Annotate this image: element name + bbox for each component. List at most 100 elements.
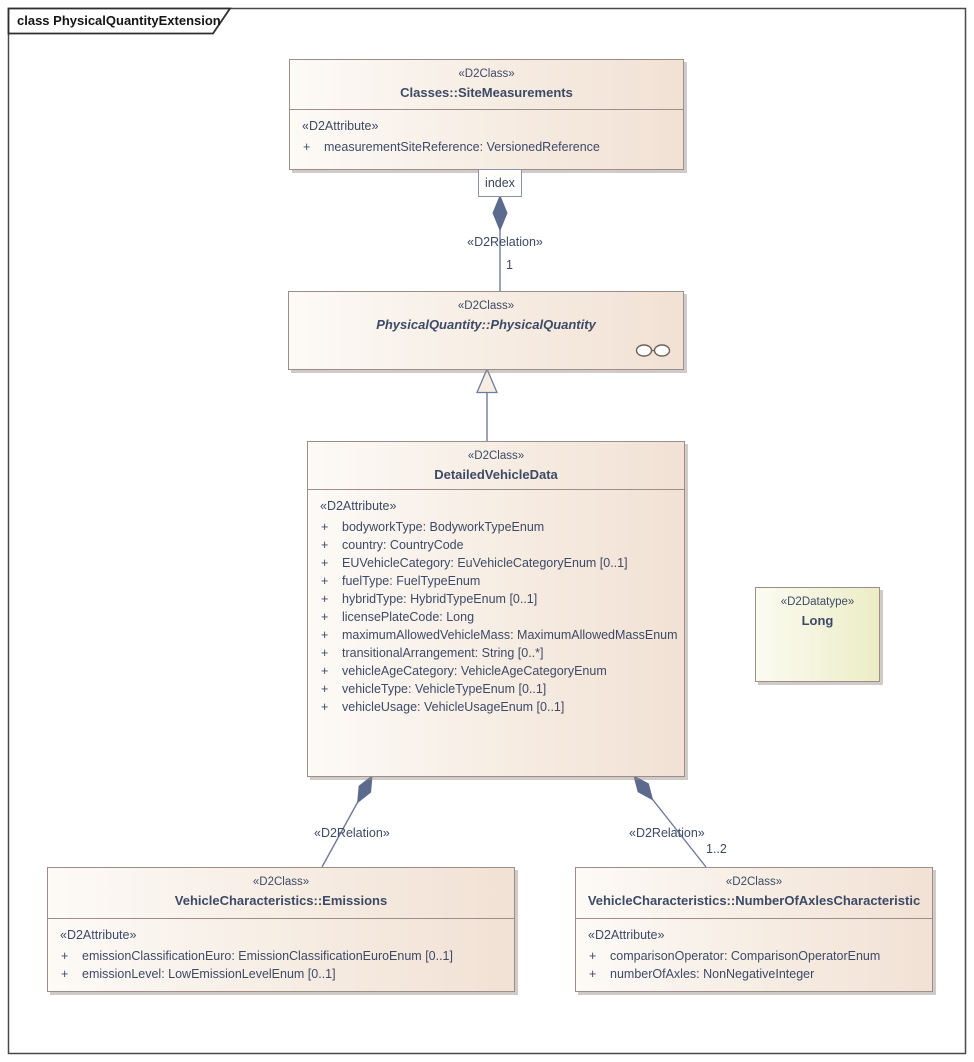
attribute-text: numberOfAxles: NonNegativeInteger — [610, 967, 815, 981]
relation-stereotype-label: «D2Relation» — [314, 826, 390, 840]
visibility: + — [589, 949, 597, 963]
visibility: + — [321, 574, 329, 588]
attribute-row: + country: CountryCode — [320, 536, 680, 554]
attribute-stereotype: «D2Attribute» — [320, 499, 397, 513]
attribute-text: emissionLevel: LowEmissionLevelEnum [0..… — [82, 967, 336, 981]
attribute-text: measurementSiteReference: VersionedRefer… — [324, 140, 600, 154]
class-header: «D2Datatype» Long — [756, 588, 879, 628]
class-header: «D2Class» Classes::SiteMeasurements — [290, 60, 683, 100]
attribute-text: emissionClassificationEuro: EmissionClas… — [82, 949, 453, 963]
attribute-row: + vehicleAgeCategory: VehicleAgeCategoryE… — [320, 662, 680, 680]
multiplicity-label: 1..2 — [706, 842, 727, 856]
attribute-row: +transitionalArrangement: String [0..*] — [320, 644, 680, 662]
visibility: + — [321, 520, 329, 534]
class-name: Classes::SiteMeasurements — [400, 85, 573, 100]
generalization-triangle-icon — [476, 367, 498, 394]
attribute-row: + bodyworkType: BodyworkTypeEnum — [320, 518, 680, 536]
visibility: + — [321, 700, 329, 714]
visibility: + — [303, 140, 311, 154]
stereotype-label: «D2Class» — [458, 68, 515, 80]
class-site-measurements[interactable]: «D2Class» Classes::SiteMeasurements «D2A… — [289, 59, 684, 170]
connector-generalization[interactable] — [476, 367, 498, 441]
class-header: «D2Class» VehicleCharacteristics::Number… — [576, 868, 932, 908]
visibility: + — [321, 592, 329, 606]
relation-stereotype-label: «D2Relation» — [467, 235, 543, 249]
multiplicity-label: 1 — [506, 258, 513, 272]
class-name: Long — [801, 613, 834, 628]
connector-dvd-to-axles[interactable] — [629, 772, 707, 868]
attribute-row: +EUVehicleCategory: EuVehicleCategoryEnu… — [320, 554, 680, 572]
attribute-text: vehicleAgeCategory: VehicleAgeCategoryEn… — [342, 664, 607, 678]
attribute-stereotype: «D2Attribute» — [302, 119, 379, 133]
class-name: VehicleCharacteristics::Emissions — [174, 893, 388, 908]
composition-diamond-icon — [633, 775, 654, 801]
connector-dvd-to-emissions[interactable] — [321, 773, 378, 868]
attribute-row: + comparisonOperator: ComparisonOperatorE… — [588, 947, 928, 965]
attribute-compartment: «D2Attribute» + bodyworkType: BodyworkTyp… — [308, 489, 684, 716]
diagram-frame-border — [7, 7, 967, 1055]
attribute-row: +numberOfAxles: NonNegativeInteger — [588, 965, 928, 983]
visibility: + — [321, 682, 329, 696]
attribute-text: country: CountryCode — [342, 538, 464, 552]
attribute-text: comparisonOperator: ComparisonOperatorEn… — [610, 949, 881, 963]
attribute-text: vehicleType: VehicleTypeEnum [0..1] — [342, 682, 547, 696]
class-name: VehicleCharacteristics::NumberOfAxlesCha… — [587, 893, 921, 908]
compartment-divider — [48, 918, 514, 919]
class-emissions[interactable]: «D2Class» VehicleCharacteristics::Emissi… — [47, 867, 515, 992]
attribute-text: vehicleUsage: VehicleUsageEnum [0..1] — [342, 700, 565, 714]
class-name: PhysicalQuantity::PhysicalQuantity — [376, 317, 596, 332]
class-header: «D2Class» VehicleCharacteristics::Emissi… — [48, 868, 514, 908]
attribute-stereotype: «D2Attribute» — [588, 928, 665, 942]
composite-diagram-icon — [635, 344, 671, 357]
visibility: + — [61, 949, 69, 963]
attribute-text: maximumAllowedVehicleMass: MaximumAllowe… — [342, 628, 678, 642]
attribute-row: + hybridType: HybridTypeEnum [0..1] — [320, 590, 680, 608]
attribute-row: + measurementSiteReference: VersionedRef… — [302, 138, 679, 156]
class-header: «D2Class» DetailedVehicleData — [308, 442, 684, 482]
attribute-text: transitionalArrangement: String [0..*] — [342, 646, 544, 660]
relation-stereotype-label: «D2Relation» — [629, 826, 705, 840]
visibility: + — [321, 538, 329, 552]
composition-diamond-icon — [492, 194, 508, 232]
visibility: + — [321, 610, 329, 624]
attribute-text: bodyworkType: BodyworkTypeEnum — [342, 520, 545, 534]
stereotype-label: «D2Datatype» — [780, 596, 855, 608]
class-name: DetailedVehicleData — [434, 467, 558, 482]
attribute-row: + maximumAllowedVehicleMass: MaximumAllow… — [320, 626, 680, 644]
attribute-text: fuelType: FuelTypeEnum — [342, 574, 481, 588]
stereotype-label: «D2Class» — [725, 876, 783, 888]
frame-title-tab — [7, 7, 232, 35]
compartment-divider — [290, 109, 683, 110]
compartment-divider — [308, 489, 684, 490]
stereotype-label: «D2Class» — [252, 876, 310, 888]
class-number-of-axles-characteristic[interactable]: «D2Class» VehicleCharacteristics::Number… — [575, 867, 933, 992]
stereotype-label: «D2Class» — [467, 450, 525, 462]
class-physical-quantity[interactable]: «D2Class» PhysicalQuantity::PhysicalQuan… — [288, 291, 684, 370]
attribute-row: + emissionLevel: LowEmissionLevelEnum [0.… — [60, 965, 510, 983]
visibility: + — [61, 967, 69, 981]
role-label-index[interactable]: index — [478, 169, 522, 197]
attribute-compartment: «D2Attribute» + emissionClassificationEur… — [48, 918, 514, 983]
stereotype-label: «D2Class» — [457, 300, 515, 312]
attribute-stereotype: «D2Attribute» — [60, 928, 137, 942]
composition-diamond-icon — [357, 774, 373, 804]
connector-site-to-physical[interactable] — [492, 194, 508, 291]
attribute-compartment: «D2Attribute» + comparisonOperator: Compa… — [576, 918, 932, 983]
datatype-long[interactable]: «D2Datatype» Long — [755, 587, 880, 682]
attribute-text: EUVehicleCategory: EuVehicleCategoryEnum… — [342, 556, 628, 570]
class-header: «D2Class» PhysicalQuantity::PhysicalQuan… — [289, 292, 683, 332]
visibility: + — [321, 664, 329, 678]
attribute-row: + licensePlateCode: Long — [320, 608, 680, 626]
attribute-compartment: «D2Attribute» + measurementSiteReference… — [290, 109, 683, 156]
attribute-row: + vehicleUsage: VehicleUsageEnum [0..1] — [320, 698, 680, 716]
attribute-row: + fuelType: FuelTypeEnum — [320, 572, 680, 590]
frame-title: class PhysicalQuantityExtension — [17, 13, 221, 28]
visibility: + — [321, 628, 329, 642]
attribute-text: hybridType: HybridTypeEnum [0..1] — [342, 592, 538, 606]
compartment-divider — [576, 918, 932, 919]
attribute-row: + emissionClassificationEuro: EmissionCla… — [60, 947, 510, 965]
attribute-text: licensePlateCode: Long — [342, 610, 475, 624]
class-detailed-vehicle-data[interactable]: «D2Class» DetailedVehicleData «D2Attribu… — [307, 441, 685, 777]
